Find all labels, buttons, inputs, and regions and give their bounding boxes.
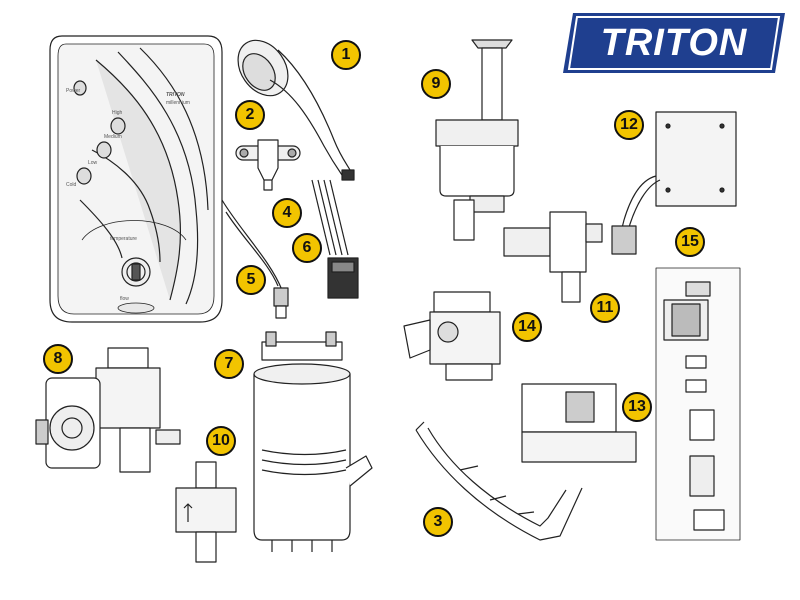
callout-3[interactable]: 3 (423, 507, 453, 537)
shower-handset-part (237, 39, 355, 181)
callout-5[interactable]: 5 (236, 265, 266, 295)
triton-logo: TRITON (563, 13, 785, 73)
callout-10[interactable]: 10 (206, 426, 236, 456)
control-pcb-part (655, 267, 741, 541)
heater-tank-part (253, 331, 373, 552)
thermal-cutout-part (221, 199, 289, 319)
callout-11[interactable]: 11 (590, 293, 620, 323)
flow-valve-part (35, 347, 181, 473)
stabiliser-valve-part (403, 291, 501, 381)
callout-1[interactable]: 1 (331, 40, 361, 70)
callout-7[interactable]: 7 (214, 349, 244, 379)
label-low: Low (88, 160, 98, 166)
callout-4[interactable]: 4 (272, 198, 302, 228)
callout-15[interactable]: 15 (675, 227, 705, 257)
terminal-block-part (521, 383, 637, 463)
label-brand-mark: TRITON (166, 92, 185, 98)
label-cold: Cold (66, 182, 77, 188)
handset-holder-part (235, 139, 301, 191)
callout-13[interactable]: 13 (622, 392, 652, 422)
callout-9[interactable]: 9 (421, 69, 451, 99)
pressure-switch-part (503, 211, 603, 303)
label-power: Power (66, 88, 81, 94)
callout-8[interactable]: 8 (43, 344, 73, 374)
cover-bracket-part (415, 421, 583, 541)
callout-12[interactable]: 12 (614, 110, 644, 140)
pcb-module-part (611, 111, 737, 255)
logo-text: TRITON (600, 22, 748, 64)
label-temperature: temperature (110, 236, 137, 242)
label-flow: flow (120, 296, 129, 302)
label-high: High (112, 110, 123, 116)
switch-wiring-part (311, 179, 359, 299)
callout-6[interactable]: 6 (292, 233, 322, 263)
inlet-filter-part (175, 461, 237, 563)
label-model: millennium (166, 100, 190, 106)
label-medium: Medium (104, 134, 122, 140)
shower-cover-part (49, 35, 223, 323)
logo-badge (563, 13, 785, 73)
callout-14[interactable]: 14 (512, 312, 542, 342)
solenoid-valve-part (435, 39, 519, 241)
callout-2[interactable]: 2 (235, 100, 265, 130)
